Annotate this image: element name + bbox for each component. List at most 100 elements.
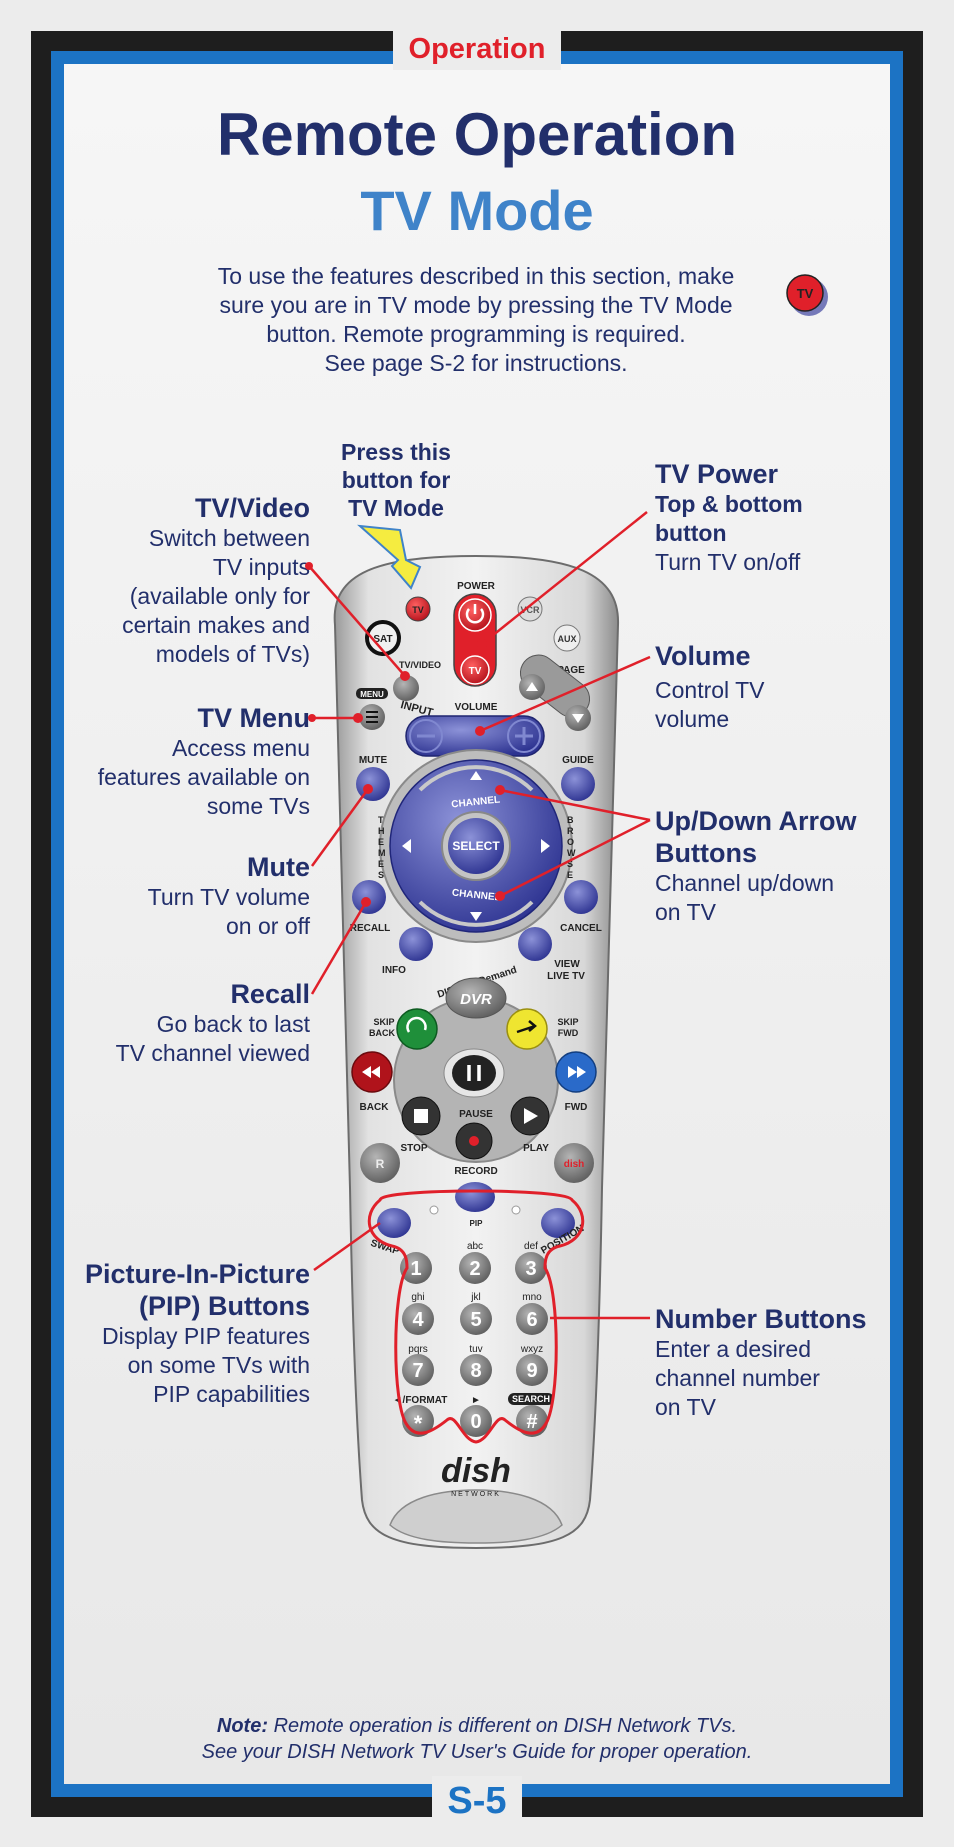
select-button[interactable] xyxy=(448,818,504,874)
svg-text:TV: TV xyxy=(412,605,424,615)
svg-text:dish: dish xyxy=(564,1159,585,1170)
svg-text:H: H xyxy=(378,826,385,836)
dvr-button[interactable] xyxy=(445,977,507,1019)
svg-text:mno: mno xyxy=(522,1292,542,1303)
svg-text:S: S xyxy=(567,859,573,869)
svg-text:R: R xyxy=(567,826,574,836)
svg-text:#: # xyxy=(526,1411,537,1433)
cancel-button[interactable] xyxy=(564,880,598,914)
dish-logo: dish xyxy=(441,1452,511,1490)
record-icon xyxy=(469,1136,479,1146)
svg-text:RECORD: RECORD xyxy=(454,1166,497,1177)
tv-guide-icon-button[interactable] xyxy=(360,1143,400,1183)
svg-text:STOP: STOP xyxy=(400,1143,427,1154)
svg-text:S: S xyxy=(378,870,384,880)
svg-text:3: 3 xyxy=(525,1258,536,1280)
power-button[interactable] xyxy=(458,598,492,632)
svg-text:BACK: BACK xyxy=(360,1102,390,1113)
dish-button[interactable] xyxy=(554,1143,594,1183)
svg-text:CHANNEL: CHANNEL xyxy=(451,794,501,810)
pause-button[interactable] xyxy=(452,1055,496,1091)
svg-text:VOLUME: VOLUME xyxy=(455,702,498,713)
view-live-tv-button[interactable] xyxy=(518,927,552,961)
svg-text:RECALL: RECALL xyxy=(350,923,391,934)
pip-button[interactable] xyxy=(455,1182,495,1212)
tv-mode-badge-icon: TV xyxy=(786,274,828,316)
tv-menu-callout: TV Menu Access menu features available o… xyxy=(97,703,310,819)
svg-text:O: O xyxy=(567,837,574,847)
svg-text:PAGE: PAGE xyxy=(557,665,585,676)
tv-power-callout: TV Power Top & bottom button Turn TV on/… xyxy=(655,459,803,575)
svg-text:B: B xyxy=(567,815,574,825)
recall-button[interactable] xyxy=(352,880,386,914)
svg-text:W: W xyxy=(567,848,576,858)
key-3[interactable]: def 3 xyxy=(515,1241,547,1284)
svg-text:8: 8 xyxy=(470,1360,481,1382)
page-subtitle: TV Mode xyxy=(360,179,594,242)
vcr-button[interactable] xyxy=(517,596,543,622)
svg-text:pqrs: pqrs xyxy=(408,1344,427,1355)
svg-text:jkl: jkl xyxy=(470,1292,480,1303)
aux-button[interactable] xyxy=(553,624,581,652)
svg-text:MUTE: MUTE xyxy=(359,755,388,766)
key-0[interactable]: ►0 xyxy=(460,1395,492,1437)
key-1[interactable]: 1 xyxy=(400,1252,432,1284)
pause-icon xyxy=(467,1065,481,1081)
svg-text:►: ► xyxy=(471,1395,481,1406)
svg-text:PLAY: PLAY xyxy=(523,1143,549,1154)
svg-text:6: 6 xyxy=(526,1309,537,1331)
svg-text:0: 0 xyxy=(470,1411,481,1433)
key-6[interactable]: mno 6 xyxy=(516,1292,548,1335)
skip-back-button[interactable] xyxy=(396,1008,438,1050)
channel-down-icon xyxy=(470,912,482,921)
svg-text:BACK: BACK xyxy=(369,1028,395,1038)
svg-text:def: def xyxy=(524,1241,538,1252)
number-buttons-callout: Number Buttons Enter a desired channel n… xyxy=(655,1304,867,1420)
svg-text:DVR: DVR xyxy=(460,991,492,1008)
svg-text:POWER: POWER xyxy=(457,581,496,592)
position-button[interactable] xyxy=(541,1208,575,1238)
mute-button[interactable] xyxy=(356,767,390,801)
key-5[interactable]: jkl 5 xyxy=(460,1292,492,1335)
info-button[interactable] xyxy=(399,927,433,961)
play-icon xyxy=(524,1108,538,1124)
svg-text:TV: TV xyxy=(469,666,482,677)
key-8[interactable]: tuv 8 xyxy=(460,1344,492,1386)
skip-back-icon xyxy=(406,1016,427,1033)
svg-text:T: T xyxy=(378,815,384,825)
svg-text:5: 5 xyxy=(470,1309,481,1331)
swap-button[interactable] xyxy=(377,1208,411,1238)
svg-text:SEARCH: SEARCH xyxy=(512,1394,550,1404)
left-arrow-icon xyxy=(402,839,411,853)
sat-button[interactable] xyxy=(365,620,401,656)
svg-text:tuv: tuv xyxy=(469,1344,482,1355)
volume-plus-icon xyxy=(515,727,533,745)
svg-text:VIEW: VIEW xyxy=(554,959,580,970)
svg-text:INFO: INFO xyxy=(382,965,406,976)
pip-callout: Picture-In-Picture (PIP) Buttons Display… xyxy=(84,1259,310,1407)
svg-text:FWD: FWD xyxy=(558,1028,579,1038)
svg-text:wxyz: wxyz xyxy=(520,1344,543,1355)
tv-power-button[interactable] xyxy=(460,655,490,685)
tv-video-button[interactable] xyxy=(393,675,419,701)
channel-up-icon xyxy=(470,771,482,780)
svg-text:2: 2 xyxy=(469,1258,480,1280)
svg-text:CHANNEL: CHANNEL xyxy=(451,887,501,903)
svg-text:VCR: VCR xyxy=(520,605,540,615)
footnote: Note: Remote operation is different on D… xyxy=(201,1715,753,1763)
svg-text:◄/FORMAT: ◄/FORMAT xyxy=(393,1395,448,1406)
svg-text:7: 7 xyxy=(412,1360,423,1382)
power-icon xyxy=(465,604,485,624)
svg-text:GUIDE: GUIDE xyxy=(562,755,594,766)
tv-mode-button[interactable] xyxy=(405,596,431,622)
rewind-icon xyxy=(362,1066,380,1078)
guide-button[interactable] xyxy=(561,767,595,801)
up-down-callout: Up/Down Arrow Buttons Channel up/down on… xyxy=(655,806,857,925)
svg-text:SKIP: SKIP xyxy=(373,1017,394,1027)
key-7[interactable]: pqrs 7 xyxy=(402,1344,434,1386)
